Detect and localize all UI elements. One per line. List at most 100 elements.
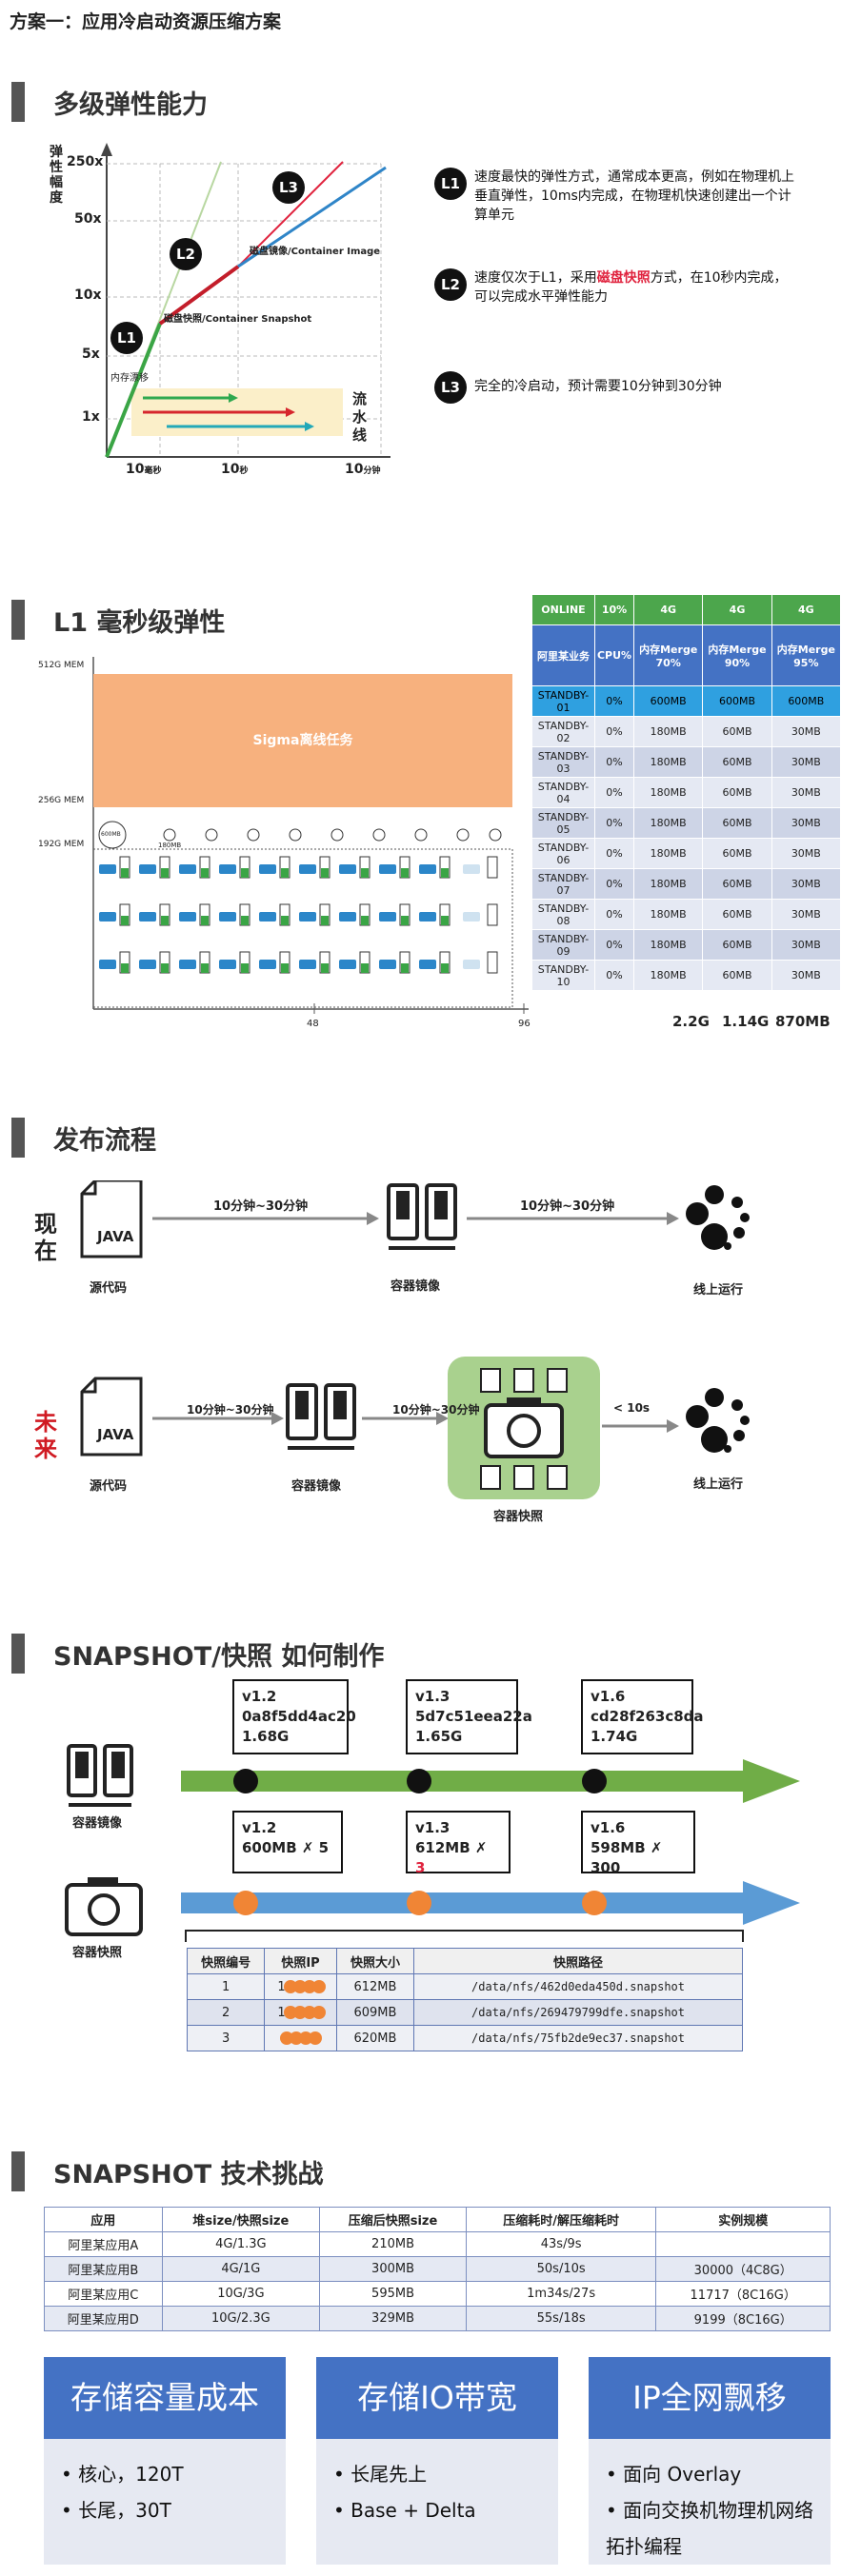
merge-cell: 180MB <box>633 929 704 961</box>
merge-cell: 30MB <box>771 899 841 930</box>
java-label-future: JAVA <box>97 1426 134 1443</box>
label-run-now: 线上运行 <box>693 1283 744 1298</box>
merge-head-cell: 内存Merge 95% <box>771 624 841 686</box>
merge-cell: STANDBY-04 <box>531 777 595 808</box>
merge-top-cell: ONLINE <box>531 594 595 625</box>
challenge-head-cell: 实例规模 <box>655 2207 831 2232</box>
snap-cell <box>264 2025 337 2051</box>
merge-top-cell: 4G <box>771 594 841 625</box>
snap-cell: 3 <box>186 2025 266 2051</box>
label-600mb: 600MB <box>101 831 121 838</box>
desc-l3-text: 完全的冷启动，预计需要10分钟到30分钟 <box>474 379 722 394</box>
challenge-cell: 11717（8C16G） <box>655 2281 831 2307</box>
merge-cell: 180MB <box>633 746 704 778</box>
challenge-cell: 10G/2.3G <box>161 2306 321 2331</box>
card-item-text: 长尾先上 <box>350 2463 428 2486</box>
desc-l2-text: 速度仅次于L1，采用磁盘快照方式，在10秒内完成，可以完成水平弹性能力 <box>474 270 788 305</box>
challenge-cell: 30000（4C8G） <box>655 2256 831 2282</box>
challenge-cell: 1m34s/27s <box>465 2281 657 2307</box>
card-item-text: 面向交换机物理机网络拓扑编程 <box>606 2499 814 2558</box>
page-title: 方案一：应用冷启动资源压缩方案 <box>10 11 282 32</box>
merge-cell: 30MB <box>771 807 841 839</box>
section-title-release: 发布流程 <box>11 1118 156 1158</box>
challenge-card: 存储容量成本• 核心，120T• 长尾，30T <box>44 2357 286 2565</box>
time-future-3: < 10s <box>613 1401 651 1415</box>
challenge-head-cell: 应用 <box>44 2207 163 2232</box>
merge-top-cell: 10% <box>593 594 635 625</box>
card-list: • 长尾先上• Base + Delta <box>316 2439 558 2528</box>
snap-cell: 2 <box>186 1999 266 2026</box>
redaction-mark <box>311 1980 326 1993</box>
merge-cell: 180MB <box>633 960 704 991</box>
merge-cell: 0% <box>593 777 635 808</box>
merge-cell: 600MB <box>702 685 772 717</box>
label-pipeline: 流水线 <box>352 390 368 444</box>
challenge-card: 存储IO带宽• 长尾先上• Base + Delta <box>316 2357 558 2565</box>
merge-cell: STANDBY-03 <box>531 746 595 778</box>
card-item-text: 核心，120T <box>78 2463 184 2486</box>
card-item: • 面向交换机物理机网络拓扑编程 <box>606 2492 831 2565</box>
release-diagram <box>80 1180 750 1499</box>
label-disk-snapshot: 磁盘快照/Container Snapshot <box>164 314 312 325</box>
challenge-cell: 阿里某应用C <box>44 2281 163 2307</box>
bullet: • <box>61 2463 79 2486</box>
redaction-mark <box>308 2031 322 2045</box>
y-tick-250x: 250x <box>67 154 104 169</box>
card-item-text: 面向 Overlay <box>623 2463 742 2486</box>
total-70: 2.2G <box>672 1013 710 1030</box>
chart-level-l3: L3 <box>272 171 305 204</box>
merge-cell: 0% <box>593 807 635 839</box>
challenge-cell: 10G/3G <box>161 2281 321 2307</box>
x-tick-10min: 10分钟 <box>345 462 381 477</box>
merge-cell: 60MB <box>702 960 772 991</box>
challenge-cell: 595MB <box>319 2281 467 2307</box>
challenge-cell: 43s/9s <box>465 2231 657 2257</box>
time-now-2: 10分钟~30分钟 <box>520 1199 615 1214</box>
merge-cell: 180MB <box>633 716 704 747</box>
snap-cell: 1 <box>264 1999 337 2026</box>
merge-cell: 60MB <box>702 838 772 869</box>
merge-cell: 30MB <box>771 838 841 869</box>
time-future-1: 10分钟~30分钟 <box>187 1403 274 1417</box>
label-run-future: 线上运行 <box>693 1477 744 1492</box>
merge-cell: STANDBY-07 <box>531 868 595 900</box>
merge-head-cell: 内存Merge 70% <box>633 624 704 686</box>
challenge-cell: 9199（8C16G） <box>655 2306 831 2331</box>
snap-head-cell: 快照IP <box>264 1948 337 1974</box>
challenge-card: IP全网飘移• 面向 Overlay• 面向交换机物理机网络拓扑编程 <box>589 2357 831 2565</box>
label-future: 未来 <box>34 1409 57 1462</box>
section-title-l1: L1 毫秒级弹性 <box>11 600 225 640</box>
merge-cell: STANDBY-08 <box>531 899 595 930</box>
merge-cell: 60MB <box>702 929 772 961</box>
snap-cell: /data/nfs/462d0eda450d.snapshot <box>413 1973 743 2000</box>
chart-level-l1: L1 <box>110 322 143 354</box>
card-header: 存储IO带宽 <box>316 2357 558 2439</box>
challenge-cell: 4G/1G <box>161 2256 321 2282</box>
snap-cell: 1 <box>264 1973 337 2000</box>
snap-head-cell: 快照大小 <box>335 1948 415 1974</box>
merge-cell: STANDBY-05 <box>531 807 595 839</box>
merge-cell: 30MB <box>771 929 841 961</box>
time-future-2: 10分钟~30分钟 <box>392 1403 480 1417</box>
merge-cell: STANDBY-06 <box>531 838 595 869</box>
merge-cell: 30MB <box>771 868 841 900</box>
y-axis-label: 弹性幅度 <box>50 145 63 206</box>
desc-level-l3: L3 <box>434 371 467 404</box>
challenge-cell: 210MB <box>319 2231 467 2257</box>
merge-cell: 60MB <box>702 899 772 930</box>
java-label-now: JAVA <box>97 1228 134 1245</box>
challenge-cell: 阿里某应用D <box>44 2306 163 2331</box>
challenge-cell: 4G/1.3G <box>161 2231 321 2257</box>
bullet: • <box>333 2499 351 2522</box>
bullet: • <box>606 2499 624 2522</box>
